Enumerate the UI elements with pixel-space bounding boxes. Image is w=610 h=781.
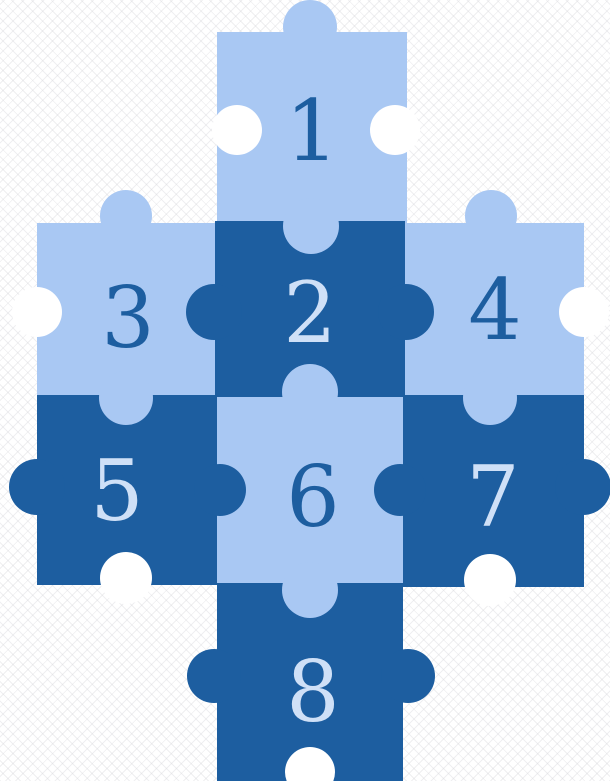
piece-number-1: 1 — [285, 82, 338, 180]
puzzle-knob-20 — [187, 649, 241, 703]
piece-number-6: 6 — [286, 448, 339, 546]
puzzle-knob-14 — [555, 459, 610, 515]
puzzle-knob-8 — [186, 284, 242, 340]
puzzle-hole-1 — [212, 105, 262, 155]
puzzle-hole-7 — [559, 287, 609, 337]
puzzle-knob-0 — [283, 0, 337, 54]
piece-number-7: 7 — [466, 448, 519, 546]
puzzle-knob-19 — [282, 562, 338, 618]
puzzle-hole-17 — [100, 552, 152, 604]
piece-number-5: 5 — [90, 442, 143, 540]
puzzle-knob-21 — [381, 649, 435, 703]
puzzle-knob-9 — [378, 284, 434, 340]
piece-number-3: 3 — [101, 269, 154, 367]
puzzle-knob-16 — [374, 464, 426, 516]
puzzle-knob-3 — [283, 198, 339, 254]
puzzle-knob-12 — [282, 364, 338, 420]
puzzle-knob-13 — [9, 459, 65, 515]
piece-number-8: 8 — [286, 643, 339, 741]
puzzle-knob-5 — [465, 190, 517, 242]
puzzle-knob-15 — [194, 464, 246, 516]
piece-number-2: 2 — [283, 264, 336, 362]
puzzle-knob-4 — [100, 190, 152, 242]
piece-number-4: 4 — [468, 261, 521, 359]
puzzle-hole-2 — [370, 105, 420, 155]
puzzle-knob-10 — [99, 371, 153, 425]
puzzle-knob-11 — [463, 371, 517, 425]
puzzle-hole-18 — [464, 554, 516, 606]
puzzle-hole-6 — [12, 287, 62, 337]
